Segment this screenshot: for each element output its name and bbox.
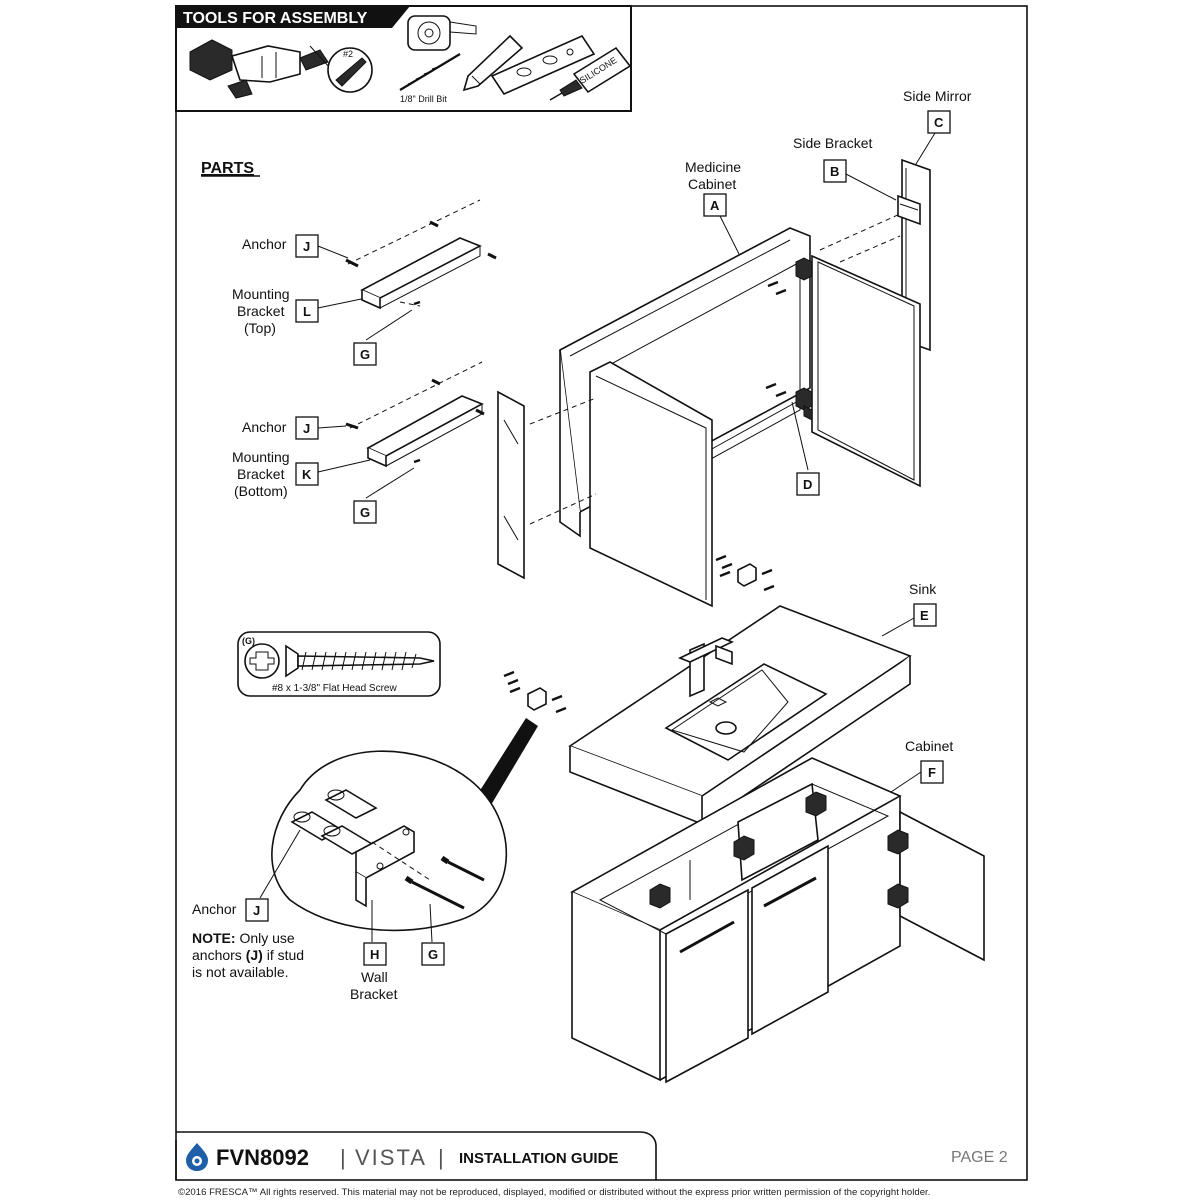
wall-bracket-detail: Anchor J H Wall Bracket G (192, 718, 538, 1002)
letter-box-e (913, 603, 937, 627)
letter-k: K (302, 467, 312, 482)
letter-box-j-detail (245, 898, 269, 922)
tools-title: TOOLS FOR ASSEMBLY (183, 10, 368, 27)
part-hinge: D (791, 401, 820, 496)
letter-c: C (934, 115, 944, 130)
screw-callout-caption: #8 x 1-3/8" Flat Head Screw (272, 683, 397, 694)
letter-box-c (927, 110, 951, 134)
letter-box-h (363, 942, 387, 966)
note-line2-post: if stud (263, 947, 304, 963)
note-bold: NOTE: (192, 930, 236, 946)
letter-box-g-bottom (353, 500, 377, 524)
part-mounting-bracket-top: Anchor J Mounting Bracket (Top) L G (232, 199, 497, 366)
letter-box-a (703, 193, 727, 217)
pencil-icon (462, 34, 524, 92)
side-bracket-label: Side Bracket (793, 135, 872, 151)
bracket-top-label-3: (Top) (244, 320, 276, 336)
note-line2-pre: anchors (192, 947, 246, 963)
bracket-top-label-1: Mounting (232, 286, 290, 302)
medicine-label-2: Cabinet (688, 176, 736, 192)
drill-icon (189, 39, 329, 99)
tape-measure-icon (407, 15, 477, 51)
letter-h: H (370, 947, 379, 962)
bracket-top-label-2: Bracket (237, 303, 285, 319)
letter-d: D (803, 477, 812, 492)
screw-shaft-icon (297, 655, 435, 667)
letter-box-k (295, 462, 319, 486)
part-cabinet: Cabinet F (570, 738, 985, 1084)
brand-droplet-icon (186, 1143, 208, 1171)
guide-title: INSTALLATION GUIDE (459, 1150, 618, 1167)
part-medicine-cabinet: Medicine Cabinet A (529, 159, 921, 608)
cabinet-label: Cabinet (905, 738, 953, 754)
letter-e: E (920, 608, 929, 623)
footer: FVN8092 | VISTA | INSTALLATION GUIDE PAG… (175, 1131, 1008, 1198)
side-mirror-label: Side Mirror (903, 88, 972, 104)
tools-panel: TOOLS FOR ASSEMBLY #2 (175, 5, 632, 112)
bracket-bottom-label-2: Bracket (237, 466, 285, 482)
level-icon (490, 34, 596, 96)
footer-separator-2: | (438, 1145, 444, 1170)
part-sink: Sink E (503, 581, 937, 826)
note-line3: is not available. (192, 964, 289, 980)
letter-f: F (928, 765, 936, 780)
letter-b: B (830, 164, 839, 179)
screw-callout-tag: (G) (242, 636, 255, 646)
anchor-detail-label: Anchor (192, 901, 237, 917)
footer-separator-1: | (340, 1145, 346, 1170)
wall-bracket-label-1: Wall (361, 969, 388, 985)
drill-bit-icon: 1/8" Drill Bit (399, 53, 461, 104)
letter-j-detail: J (253, 903, 260, 918)
letter-box-b (823, 159, 847, 183)
bracket-bottom-label-3: (Bottom) (234, 483, 288, 499)
part-mounting-bracket-bottom: Anchor J Mounting Bracket (Bottom) K G (232, 361, 485, 524)
screw-head-icon (285, 644, 299, 678)
anchor-note: NOTE: Only use anchors (J) if stud is no… (192, 930, 304, 980)
front-mirror-panel (497, 390, 525, 580)
letter-g-bottom: G (360, 505, 370, 520)
svg-text:anchors (J) if stud: anchors (J) if stud (192, 947, 304, 963)
page-number: PAGE 2 (951, 1149, 1008, 1166)
wall-bracket-label-2: Bracket (350, 986, 398, 1002)
tools-title-bar (176, 6, 392, 28)
note-line1: Only use (236, 930, 295, 946)
letter-l: L (303, 304, 311, 319)
screw-callout: (G) #8 x 1-3/8" Flat Head Screw (237, 631, 441, 697)
letter-g-top: G (360, 347, 370, 362)
medicine-label-1: Medicine (685, 159, 741, 175)
svg-text:NOTE: Only use: NOTE: Only use (192, 930, 295, 946)
drill-bit-label: 1/8" Drill Bit (400, 94, 447, 104)
part-side-bracket: Side Bracket B (793, 135, 921, 226)
copyright-notice: ©2016 FRESCA™ All rights reserved. This … (178, 1187, 930, 1198)
screwdriver-bit-icon: #2 (309, 45, 373, 93)
anchor-bottom-label: Anchor (242, 419, 287, 435)
letter-box-l (295, 299, 319, 323)
letter-j-bottom: J (303, 421, 310, 436)
letter-a: A (710, 198, 720, 213)
anchor-plug-icon (290, 789, 378, 855)
sink-label: Sink (909, 581, 937, 597)
cabinet-bottom-hardware (715, 554, 775, 592)
letter-box-g-detail (421, 942, 445, 966)
letter-g-detail: G (428, 947, 438, 962)
model-number: FVN8092 (216, 1145, 309, 1170)
bit-label: #2 (343, 49, 353, 59)
series-name: VISTA (355, 1145, 427, 1170)
parts-title: PARTS (201, 160, 254, 177)
note-line2-bold: (J) (246, 947, 263, 963)
letter-box-d (796, 472, 820, 496)
letter-box-g-top (353, 342, 377, 366)
bracket-bottom-label-1: Mounting (232, 449, 290, 465)
anchor-top-label: Anchor (242, 236, 287, 252)
letter-j-top: J (303, 239, 310, 254)
